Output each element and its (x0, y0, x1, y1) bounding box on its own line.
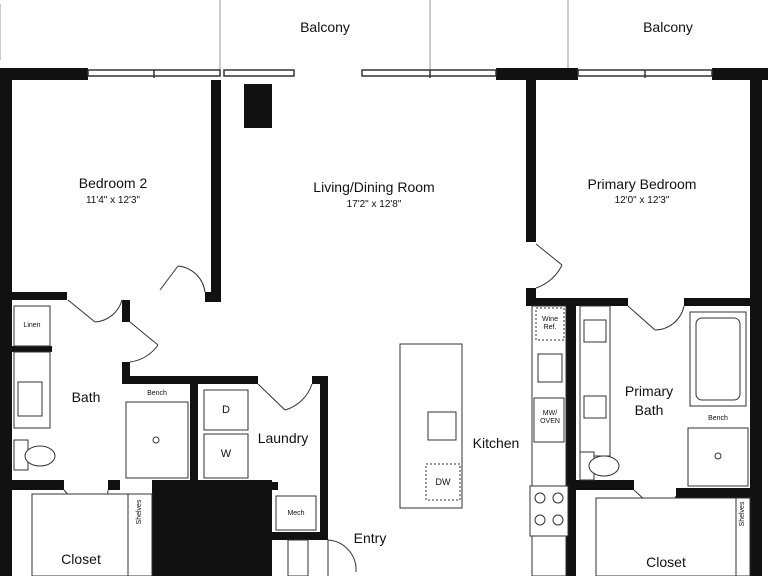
exterior-walls (0, 68, 768, 576)
balcony-outlines (0, 0, 569, 72)
dryer-label: D (222, 404, 230, 416)
balcony-right-label: Balcony (643, 19, 693, 35)
closet-left-label: Closet (61, 551, 101, 567)
bench-right-label: Bench (708, 415, 728, 422)
bedroom2-dims: 11'4" x 12'3" (85, 195, 141, 206)
kitchen-label: Kitchen (472, 435, 520, 451)
wine-ref-label: Wine Ref. (542, 316, 558, 331)
laundry-label: Laundry (257, 430, 309, 446)
mech-label: Mech (287, 510, 305, 517)
bath-label: Bath (71, 389, 101, 405)
interior-walls (12, 80, 762, 576)
bedroom2-name: Bedroom 2 (78, 175, 148, 191)
shelves-left-label: Shelves (136, 499, 143, 525)
sliding-doors (87, 69, 713, 78)
living-dims: 17'2" x 12'8" (346, 199, 402, 210)
primary-bedroom-name: Primary Bedroom (587, 176, 697, 192)
linen-label: Linen (23, 322, 41, 329)
washer-label: W (220, 448, 232, 460)
bench-left-label: Bench (147, 390, 167, 397)
closet-right-label: Closet (646, 554, 686, 570)
shelves-right-label: Shelves (739, 501, 746, 527)
dw-label: DW (435, 477, 451, 487)
entry-label: Entry (353, 530, 387, 546)
mw-oven-label: MW/ OVEN (540, 410, 560, 425)
fixtures (13, 305, 751, 576)
primary-bedroom-dims: 12'0" x 12'3" (614, 195, 670, 206)
living-name: Living/Dining Room (313, 179, 435, 195)
primary-bath-label: Primary Bath (624, 383, 674, 418)
balcony-left-label: Balcony (300, 19, 350, 35)
